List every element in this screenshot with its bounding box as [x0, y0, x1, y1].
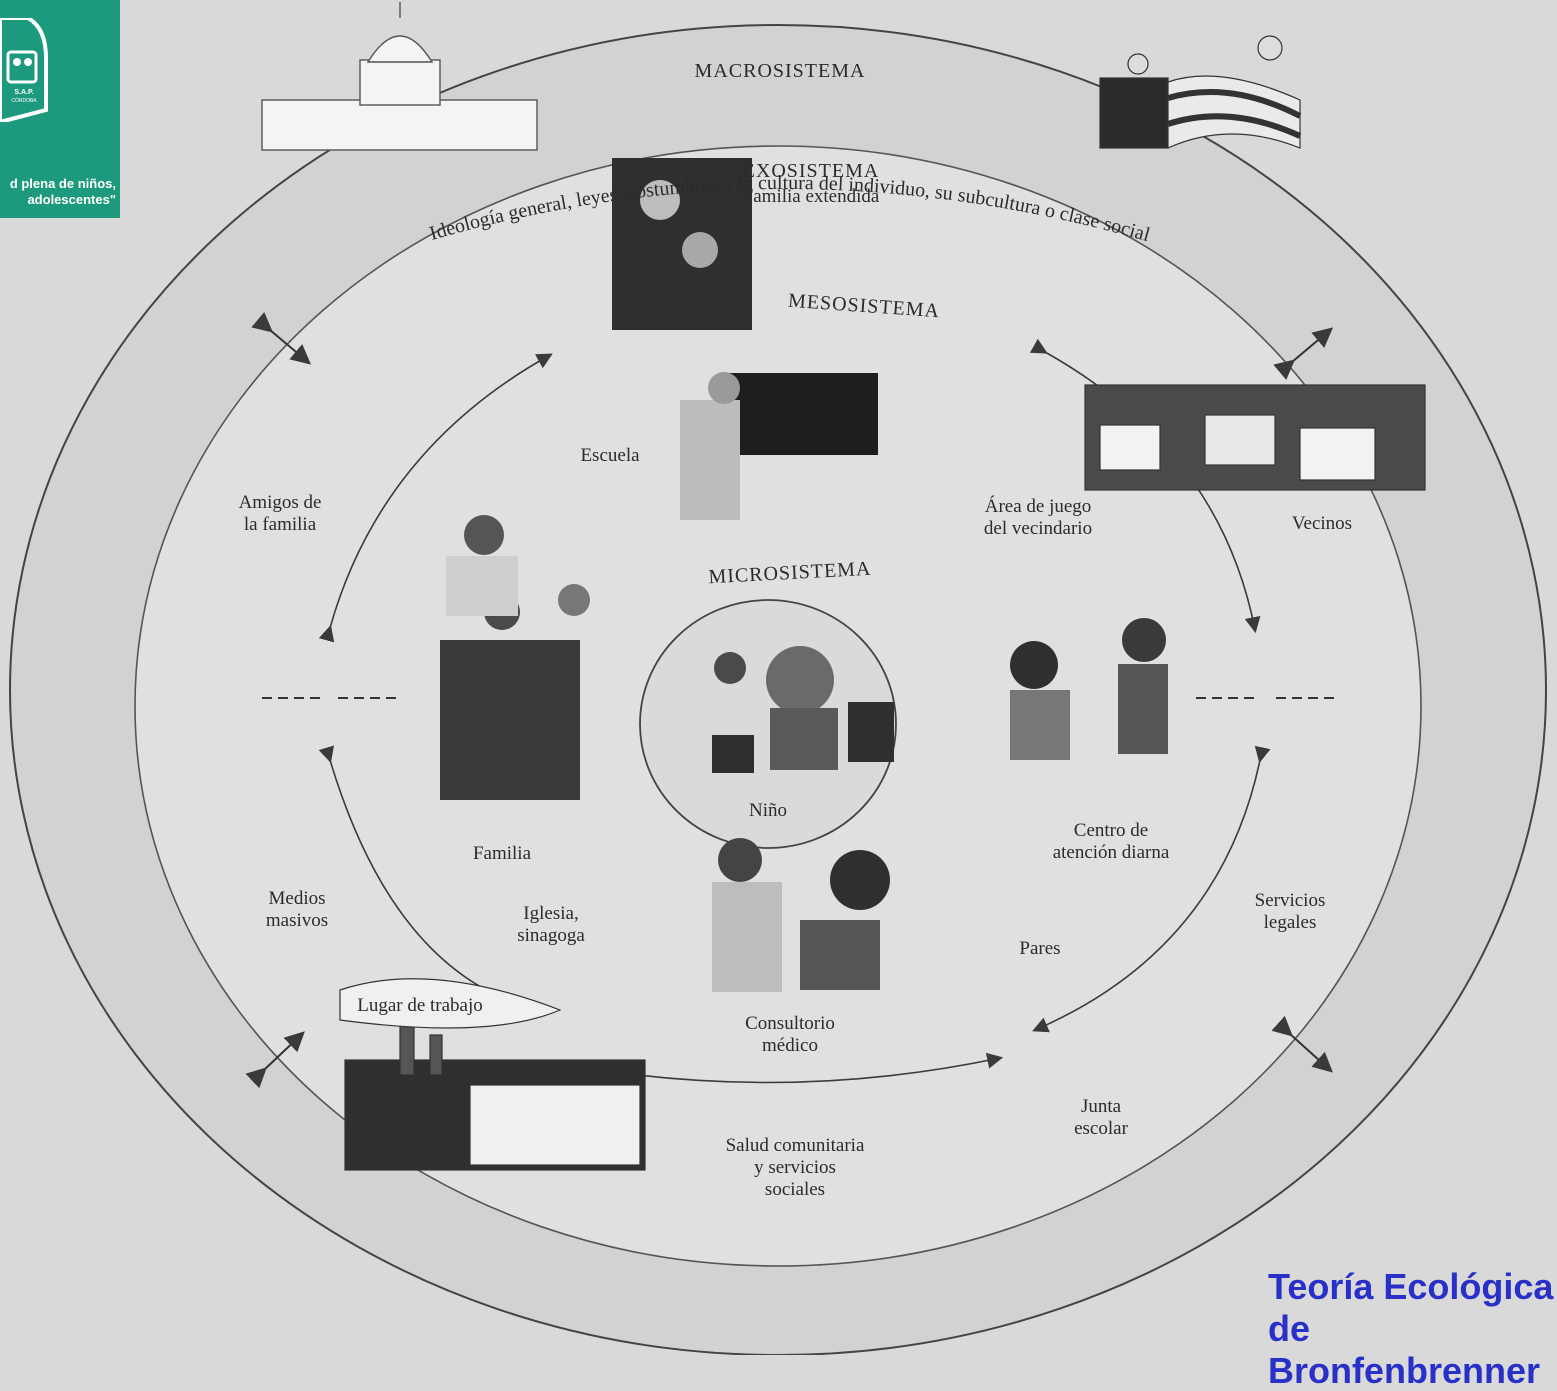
label-consultorio-medico: Consultorio médico	[745, 1013, 835, 1056]
exosystem-subtitle: Familia extendida	[742, 186, 880, 207]
label-centro-de-atencion: Centro de atención diarna	[1052, 820, 1170, 863]
ecological-systems-diagram: Ideología general, leyes, costumbres y l…	[9, 2, 1547, 1355]
microsystem-ring	[639, 599, 897, 849]
factory-workplace-picture	[339, 978, 646, 1171]
label-lugar-de-trabajo: Lugar de trabajo	[357, 995, 483, 1016]
label-iglesia-sinagoga: Iglesia, sinagoga	[517, 903, 585, 946]
extended-family-picture	[612, 158, 752, 330]
label-nino: Niño	[749, 800, 787, 821]
boundary-arrows	[245, 312, 1334, 1089]
label-familia: Familia	[472, 843, 532, 864]
label-medios-masivos: Medios masivos	[265, 888, 329, 931]
logo-motto: d plena de niños, adolescentes"	[9, 176, 116, 208]
label-servicios-legales: Servicios legales	[1254, 890, 1326, 933]
label-pares: Pares	[1019, 938, 1061, 959]
label-vecinos: Vecinos	[1291, 513, 1353, 534]
flag-icon	[1099, 35, 1302, 149]
label-escuela: Escuela	[580, 445, 640, 466]
label-area-de-juego: Área de juego del vecindario	[983, 496, 1093, 539]
school-teacher-picture	[680, 372, 878, 520]
sap-cordoba-logo: S.A.P. CÓRDOBA d plena de niños, adolesc…	[0, 0, 120, 218]
capitol-building-icon	[261, 2, 538, 151]
macrosystem-title: MACROSISTEMA	[694, 60, 866, 82]
doctor-office-picture	[712, 838, 890, 992]
label-amigos-de-la-familia: Amigos de la familia	[238, 492, 322, 535]
sap-badge-subtext: CÓRDOBA	[11, 97, 37, 104]
daycare-children-picture	[1010, 618, 1168, 760]
label-salud-comunitaria: Salud comunitaria y servicios sociales	[725, 1135, 865, 1200]
child-playing-picture	[712, 646, 894, 773]
sap-emblem-icon: S.A.P. CÓRDOBA	[0, 18, 48, 122]
neighborhood-houses-picture	[1084, 384, 1426, 491]
exosystem-title: EXOSISTEMA	[742, 160, 880, 182]
label-junta-escolar: Junta escolar	[1074, 1096, 1128, 1139]
slide-title: Teoría Ecológica de Bronfenbrenner	[1268, 1266, 1554, 1391]
family-picture	[440, 515, 590, 800]
sap-badge-text: S.A.P.	[14, 89, 33, 96]
